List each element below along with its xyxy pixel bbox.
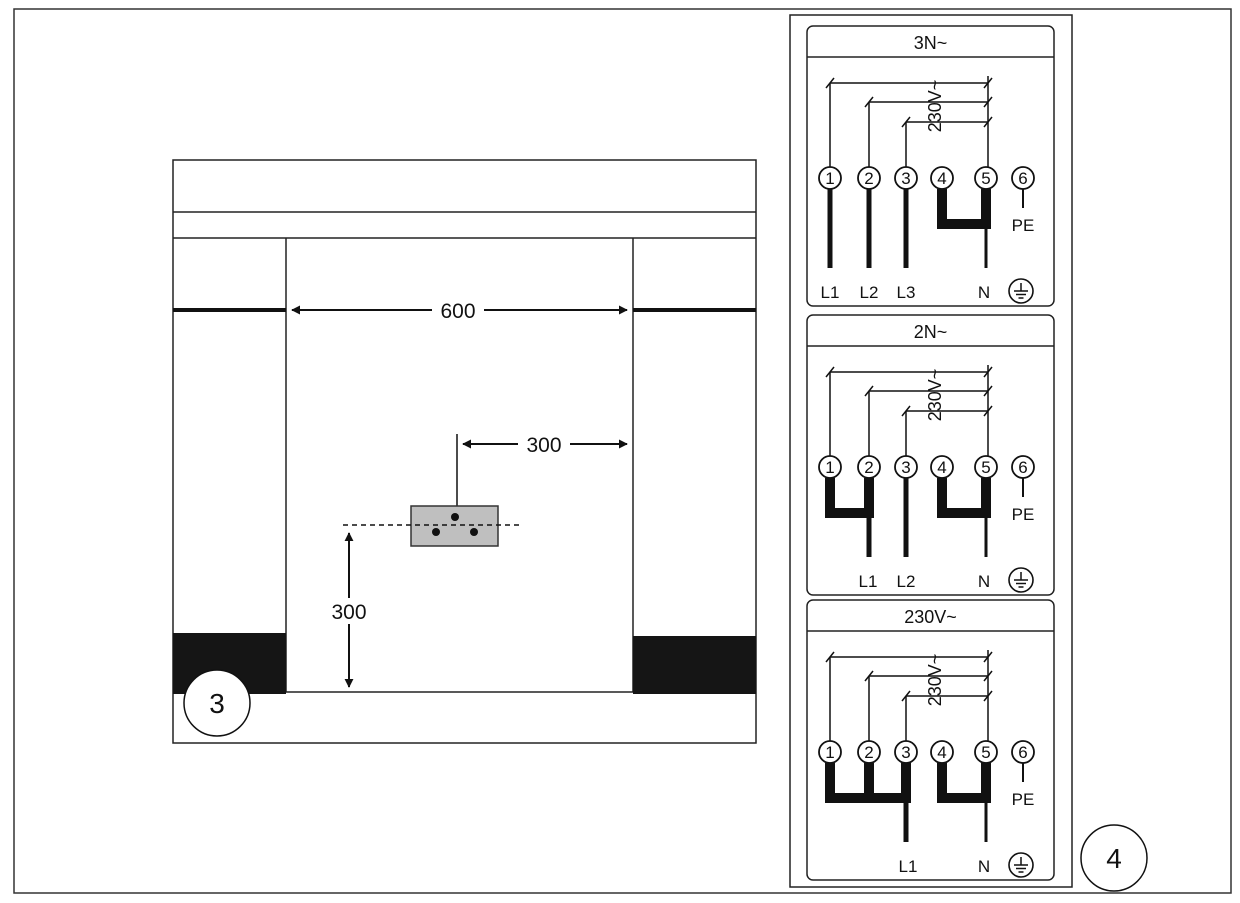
terminal-number: 3 bbox=[901, 458, 910, 477]
phase-label: L2 bbox=[860, 283, 879, 302]
height-dimension-label: 300 bbox=[331, 601, 366, 624]
neutral-label: N bbox=[978, 857, 990, 876]
terminal-number: 2 bbox=[864, 169, 873, 188]
terminal-number: 3 bbox=[901, 169, 910, 188]
phase-label: L2 bbox=[897, 572, 916, 591]
right-plinth bbox=[633, 636, 756, 694]
bracket-tick bbox=[864, 385, 874, 397]
pe-label: PE bbox=[1012, 790, 1035, 809]
terminal-number: 2 bbox=[864, 743, 873, 762]
phase-label: L1 bbox=[899, 857, 918, 876]
figure-4-column bbox=[789, 14, 1073, 888]
voltage-label: 230V~ bbox=[925, 654, 945, 707]
wiring-panel-2: 2N~ 230V~ 1 2 3 4 5 6L1 L2 N PE bbox=[806, 314, 1055, 596]
terminal-number: 3 bbox=[901, 743, 910, 762]
terminal-number: 4 bbox=[937, 743, 946, 762]
figure-3-badge-circle bbox=[183, 669, 251, 737]
terminal-number: 4 bbox=[937, 458, 946, 477]
terminal-number: 6 bbox=[1018, 743, 1027, 762]
phase-label: L1 bbox=[821, 283, 840, 302]
bracket-tick bbox=[901, 690, 911, 702]
height-label-bg bbox=[322, 598, 376, 624]
terminal-number: 5 bbox=[981, 458, 990, 477]
wiring-panel-3: 230V~ 230V~ 1 2 3 4 5 6L1 N PE bbox=[806, 599, 1055, 881]
terminal-jumper bbox=[825, 763, 911, 803]
phase-label: L1 bbox=[859, 572, 878, 591]
width-label-bg bbox=[432, 298, 484, 322]
terminal-number: 5 bbox=[981, 743, 990, 762]
bracket-tick bbox=[864, 670, 874, 682]
terminal-number: 4 bbox=[937, 169, 946, 188]
terminal-number: 1 bbox=[825, 458, 834, 477]
neutral-label: N bbox=[978, 572, 990, 591]
figure-4-badge: 4 bbox=[1106, 843, 1122, 874]
figure-3-cutout-diagram: 600 300 300 3 bbox=[172, 159, 757, 744]
offset-label-bg bbox=[518, 432, 570, 456]
panel-frame bbox=[806, 25, 1055, 307]
voltage-label: 230V~ bbox=[925, 80, 945, 133]
voltage-label: 230V~ bbox=[925, 369, 945, 422]
outer-frame bbox=[13, 8, 1232, 894]
terminal-jumper bbox=[825, 478, 874, 518]
junction-box-terminal bbox=[451, 513, 459, 521]
figure-3-badge: 3 bbox=[209, 688, 225, 719]
bracket-tick bbox=[825, 77, 835, 89]
terminal-jumper bbox=[937, 478, 991, 518]
terminal-number: 6 bbox=[1018, 458, 1027, 477]
figure-4-badge-circle bbox=[1080, 824, 1148, 892]
terminal-number: 1 bbox=[825, 743, 834, 762]
bracket-tick bbox=[864, 96, 874, 108]
wiring-panel-1: 3N~ 230V~ 1 2 3 4 5 6L1 L2 L3 N PE bbox=[806, 25, 1055, 307]
junction-box bbox=[410, 505, 499, 547]
panel-title: 230V~ bbox=[904, 607, 957, 627]
panel-frame bbox=[806, 314, 1055, 596]
offset-dimension-label: 300 bbox=[526, 434, 561, 457]
junction-box-terminal bbox=[470, 528, 478, 536]
junction-box-terminal bbox=[432, 528, 440, 536]
terminal-number: 1 bbox=[825, 169, 834, 188]
neutral-label: N bbox=[978, 283, 990, 302]
terminal-jumper bbox=[937, 763, 991, 803]
bracket-tick bbox=[901, 116, 911, 128]
terminal-jumper bbox=[937, 189, 991, 229]
terminal-number: 5 bbox=[981, 169, 990, 188]
phase-label: L3 bbox=[897, 283, 916, 302]
width-dimension-label: 600 bbox=[440, 300, 475, 323]
panel-title: 3N~ bbox=[914, 33, 948, 53]
pe-label: PE bbox=[1012, 505, 1035, 524]
terminal-number: 6 bbox=[1018, 169, 1027, 188]
pe-label: PE bbox=[1012, 216, 1035, 235]
panel-frame bbox=[806, 599, 1055, 881]
bracket-tick bbox=[825, 366, 835, 378]
terminal-number: 2 bbox=[864, 458, 873, 477]
bracket-tick bbox=[901, 405, 911, 417]
bracket-tick bbox=[825, 651, 835, 663]
panel-title: 2N~ bbox=[914, 322, 948, 342]
